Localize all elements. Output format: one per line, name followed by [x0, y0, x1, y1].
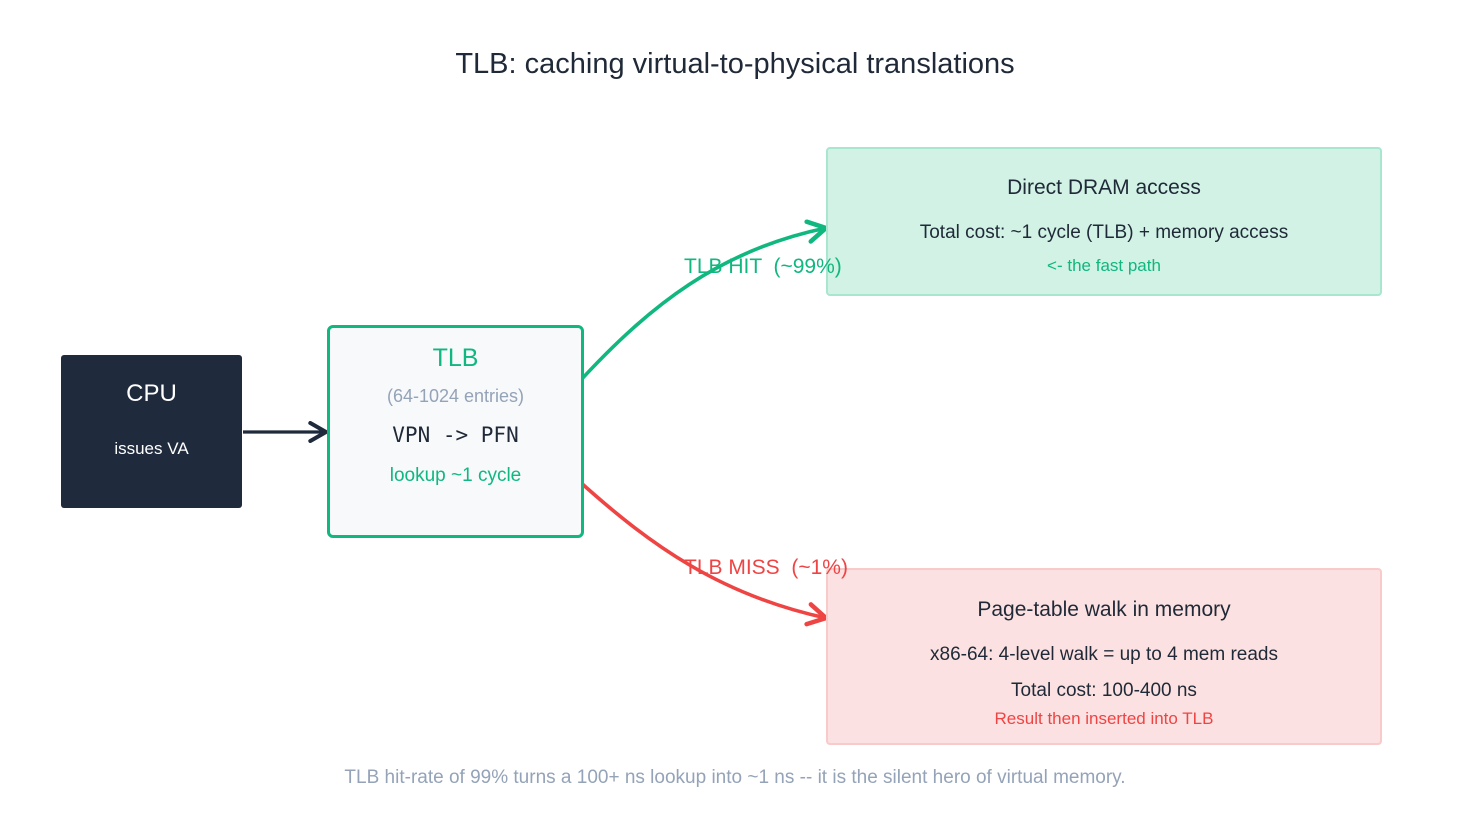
page-walk-cost: Total cost: 100-400 ns	[1011, 680, 1197, 701]
diagram-title: TLB: caching virtual-to-physical transla…	[455, 48, 1015, 80]
page-walk-detail: x86-64: 4-level walk = up to 4 mem reads	[930, 644, 1278, 665]
page-walk-node: Page-table walk in memory x86-64: 4-leve…	[826, 568, 1382, 745]
tlb-label: TLB	[432, 344, 479, 372]
dram-access-cost: Total cost: ~1 cycle (TLB) + memory acce…	[919, 222, 1289, 243]
tlb-mapping: VPN -> PFN	[392, 423, 519, 447]
tlb-lookup: lookup ~1 cycle	[389, 465, 522, 486]
tlb-miss-label: TLB MISS (~1%)	[684, 556, 848, 579]
tlb-hit-label: TLB HIT (~99%)	[684, 255, 842, 278]
dram-access-note: <- the fast path	[1047, 256, 1161, 275]
tlb-entries: (64-1024 entries)	[386, 386, 525, 406]
cpu-node: CPU issues VA	[61, 355, 242, 508]
tlb-miss-arrow	[577, 479, 831, 627]
tlb-hit-arrow	[577, 219, 831, 384]
cpu-label: CPU	[126, 380, 177, 407]
page-walk-title: Page-table walk in memory	[977, 598, 1231, 621]
footer-caption: TLB hit-rate of 99% turns a 100+ ns look…	[344, 767, 1126, 788]
dram-access-node: Direct DRAM access Total cost: ~1 cycle …	[826, 147, 1382, 296]
page-walk-note: Result then inserted into TLB	[994, 709, 1214, 728]
dram-access-title: Direct DRAM access	[1007, 176, 1201, 199]
tlb-node: TLB (64-1024 entries) VPN -> PFN lookup …	[327, 325, 584, 538]
cpu-sublabel: issues VA	[114, 439, 189, 458]
